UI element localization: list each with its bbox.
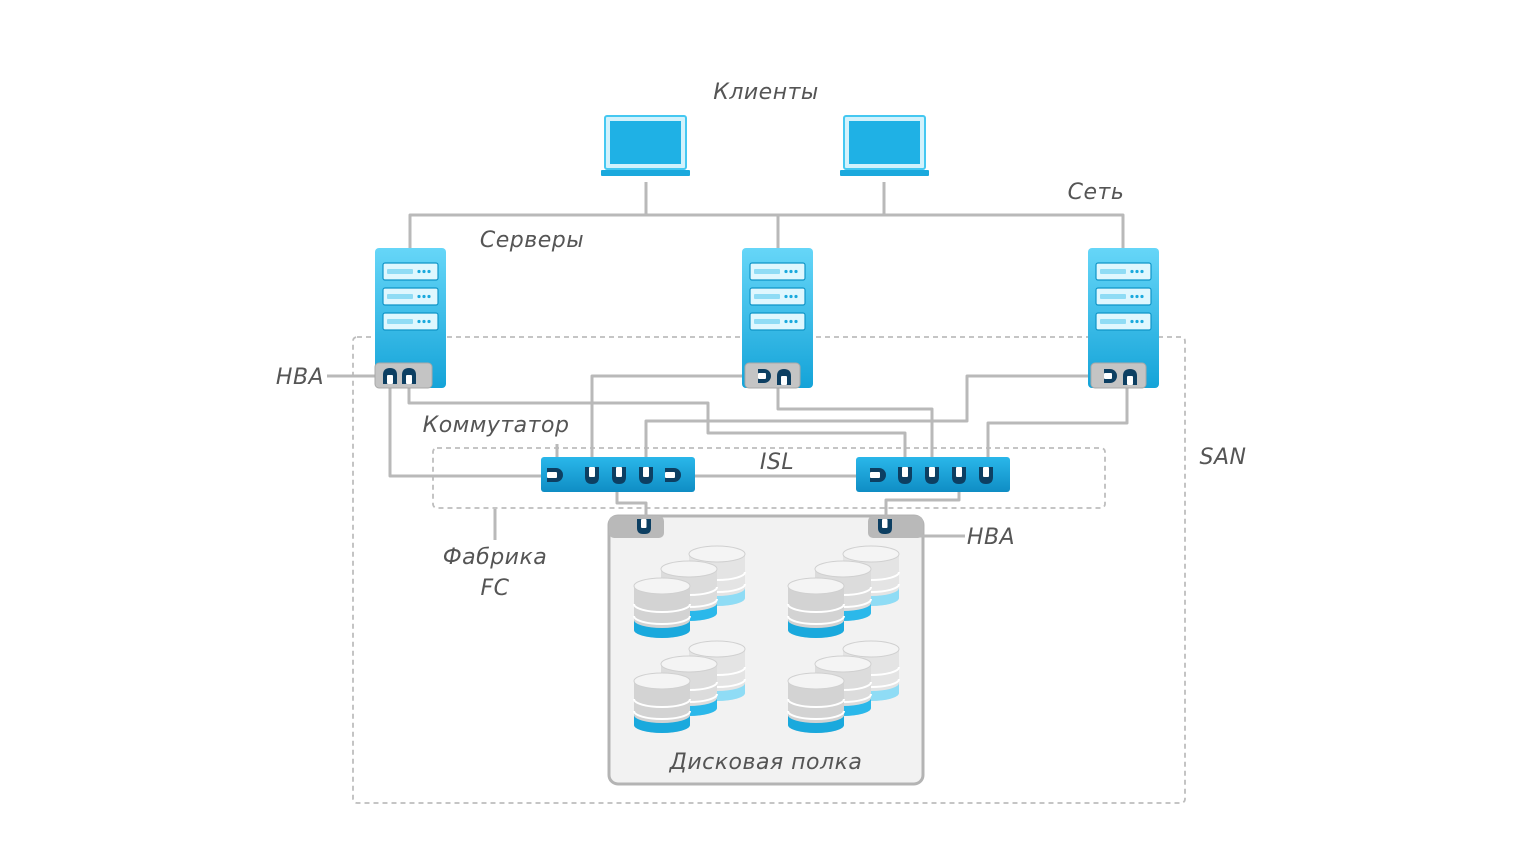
fc-switch-1 bbox=[541, 457, 695, 492]
disk-stack-icon bbox=[633, 545, 746, 638]
laptop-icon bbox=[840, 115, 929, 176]
clients-label: Клиенты bbox=[713, 80, 819, 105]
fabric-label-line2: FC bbox=[480, 576, 509, 601]
fc-port-icon bbox=[402, 368, 416, 384]
fc-port-icon bbox=[383, 368, 397, 384]
fc-port-icon bbox=[925, 467, 939, 484]
fc-port-icon bbox=[898, 467, 912, 484]
network-label: Сеть bbox=[1068, 180, 1125, 205]
fc-port-icon bbox=[979, 467, 993, 484]
lan-wires bbox=[408, 182, 1125, 248]
disk-shelf bbox=[607, 514, 925, 786]
disk-stack-icon bbox=[633, 640, 746, 733]
fc-port-icon bbox=[1123, 369, 1137, 385]
server-hba-card bbox=[744, 362, 801, 389]
san-boundary bbox=[352, 336, 1186, 804]
disk-cylinder bbox=[787, 577, 845, 638]
server-rack-icon bbox=[1088, 248, 1159, 388]
fabric-label-line1: Фабрика bbox=[443, 545, 548, 570]
client-laptop-2 bbox=[840, 115, 929, 176]
server-2 bbox=[742, 248, 813, 389]
server-1 bbox=[374, 248, 446, 389]
server-rack-icon bbox=[375, 248, 446, 388]
server-rack-icon bbox=[742, 248, 813, 388]
isl-label: ISL bbox=[760, 450, 794, 475]
laptop-icon bbox=[601, 115, 690, 176]
client-laptop-1 bbox=[601, 115, 690, 176]
servers-label: Серверы bbox=[480, 228, 584, 253]
fc-port-icon bbox=[758, 369, 771, 383]
shelf-port-left-icon bbox=[637, 519, 651, 534]
hba-label-right: HBA bbox=[967, 525, 1015, 550]
fc-port-icon bbox=[639, 467, 653, 484]
fc-fabric-boundary bbox=[432, 447, 1106, 509]
disk-stack-icon bbox=[787, 640, 900, 733]
fc-port-icon bbox=[547, 468, 563, 482]
fc-port-icon bbox=[665, 468, 681, 482]
fc-port-icon bbox=[612, 467, 626, 484]
disk-stack-icon bbox=[787, 545, 900, 638]
fc-switch-2 bbox=[856, 457, 1010, 492]
fc-switch-icon bbox=[541, 457, 695, 492]
fc-switch-icon bbox=[856, 457, 1010, 492]
disk-cylinder bbox=[787, 672, 845, 733]
fc-port-icon bbox=[585, 467, 599, 484]
server-3 bbox=[1088, 248, 1159, 389]
disk-cylinder bbox=[633, 577, 691, 638]
san-label: SAN bbox=[1200, 445, 1247, 470]
disk-shelf-label: Дисковая полка bbox=[669, 750, 863, 775]
fc-port-icon bbox=[952, 467, 966, 484]
fc-wires bbox=[388, 374, 1129, 518]
fc-port-icon bbox=[777, 369, 791, 385]
fc-port-icon bbox=[1104, 369, 1117, 383]
disk-cylinder bbox=[633, 672, 691, 733]
hba-label-left: HBA bbox=[276, 365, 324, 390]
shelf-port-right-icon bbox=[878, 519, 892, 534]
fc-port-icon bbox=[870, 468, 886, 482]
switch-label: Коммутатор bbox=[423, 413, 570, 438]
server-hba-card bbox=[374, 362, 433, 389]
server-hba-card bbox=[1090, 362, 1147, 389]
